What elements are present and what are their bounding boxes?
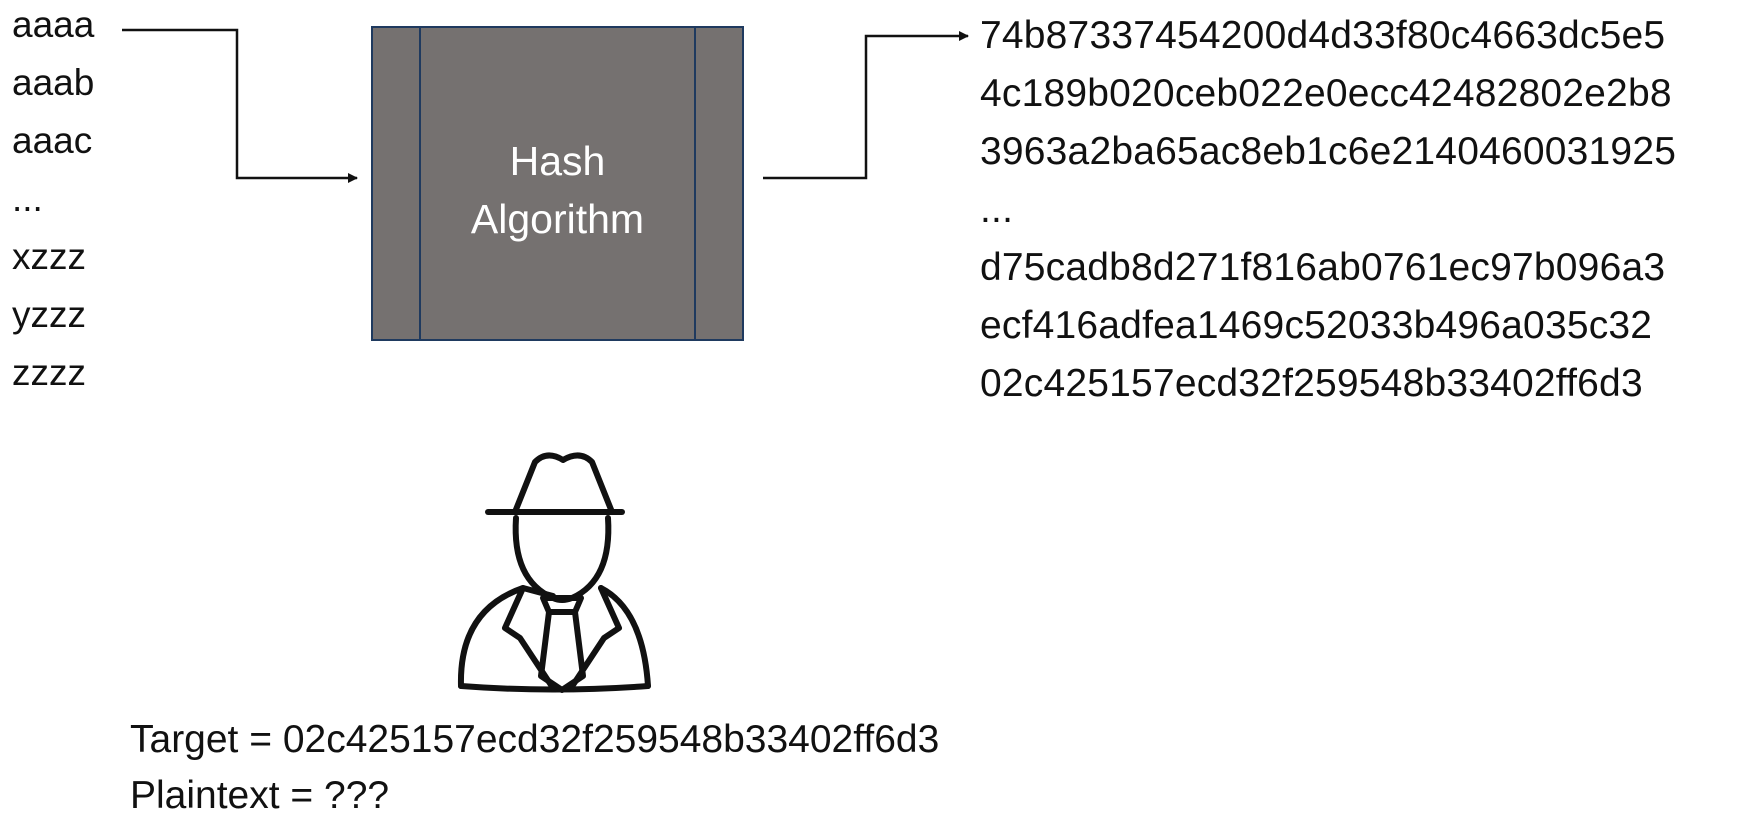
- hash-output-item: 02c425157ecd32f259548b33402ff6d3: [980, 362, 1643, 405]
- input-item: yzzz: [12, 294, 86, 335]
- input-item: aaab: [12, 62, 95, 103]
- plaintext-line: Plaintext = ???: [130, 774, 390, 817]
- hash-output-item: ecf416adfea1469c52033b496a035c32: [980, 304, 1653, 347]
- input-arrow: [122, 28, 358, 183]
- input-item: ...: [12, 178, 43, 219]
- input-item: zzzz: [12, 352, 86, 393]
- spy-icon: [457, 452, 651, 693]
- target-hash-line: Target = 02c425157ecd32f259548b33402ff6d…: [130, 718, 940, 761]
- hash-output-item: 3963a2ba65ac8eb1c6e2140460031925: [980, 130, 1677, 173]
- hash-output-item: d75cadb8d271f816ab0761ec97b096a3: [980, 246, 1666, 289]
- output-arrow: [763, 31, 969, 180]
- input-item: aaac: [12, 120, 93, 161]
- hash-algorithm-box: Hash Algorithm: [371, 26, 744, 341]
- hash-output-item: ...: [980, 188, 1014, 231]
- input-item: xzzz: [12, 236, 86, 277]
- box-right-divider: [694, 28, 696, 339]
- hash-output-item: 74b87337454200d4d33f80c4663dc5e5: [980, 14, 1666, 57]
- input-item: aaaa: [12, 4, 95, 45]
- hash-output-item: 4c189b020ceb022e0ecc42482802e2b8: [980, 72, 1672, 115]
- box-left-divider: [419, 28, 421, 339]
- hash-label-line2: Algorithm: [470, 196, 645, 242]
- hash-algorithm-label: Hash Algorithm: [421, 132, 694, 248]
- hash-label-line1: Hash: [509, 138, 606, 184]
